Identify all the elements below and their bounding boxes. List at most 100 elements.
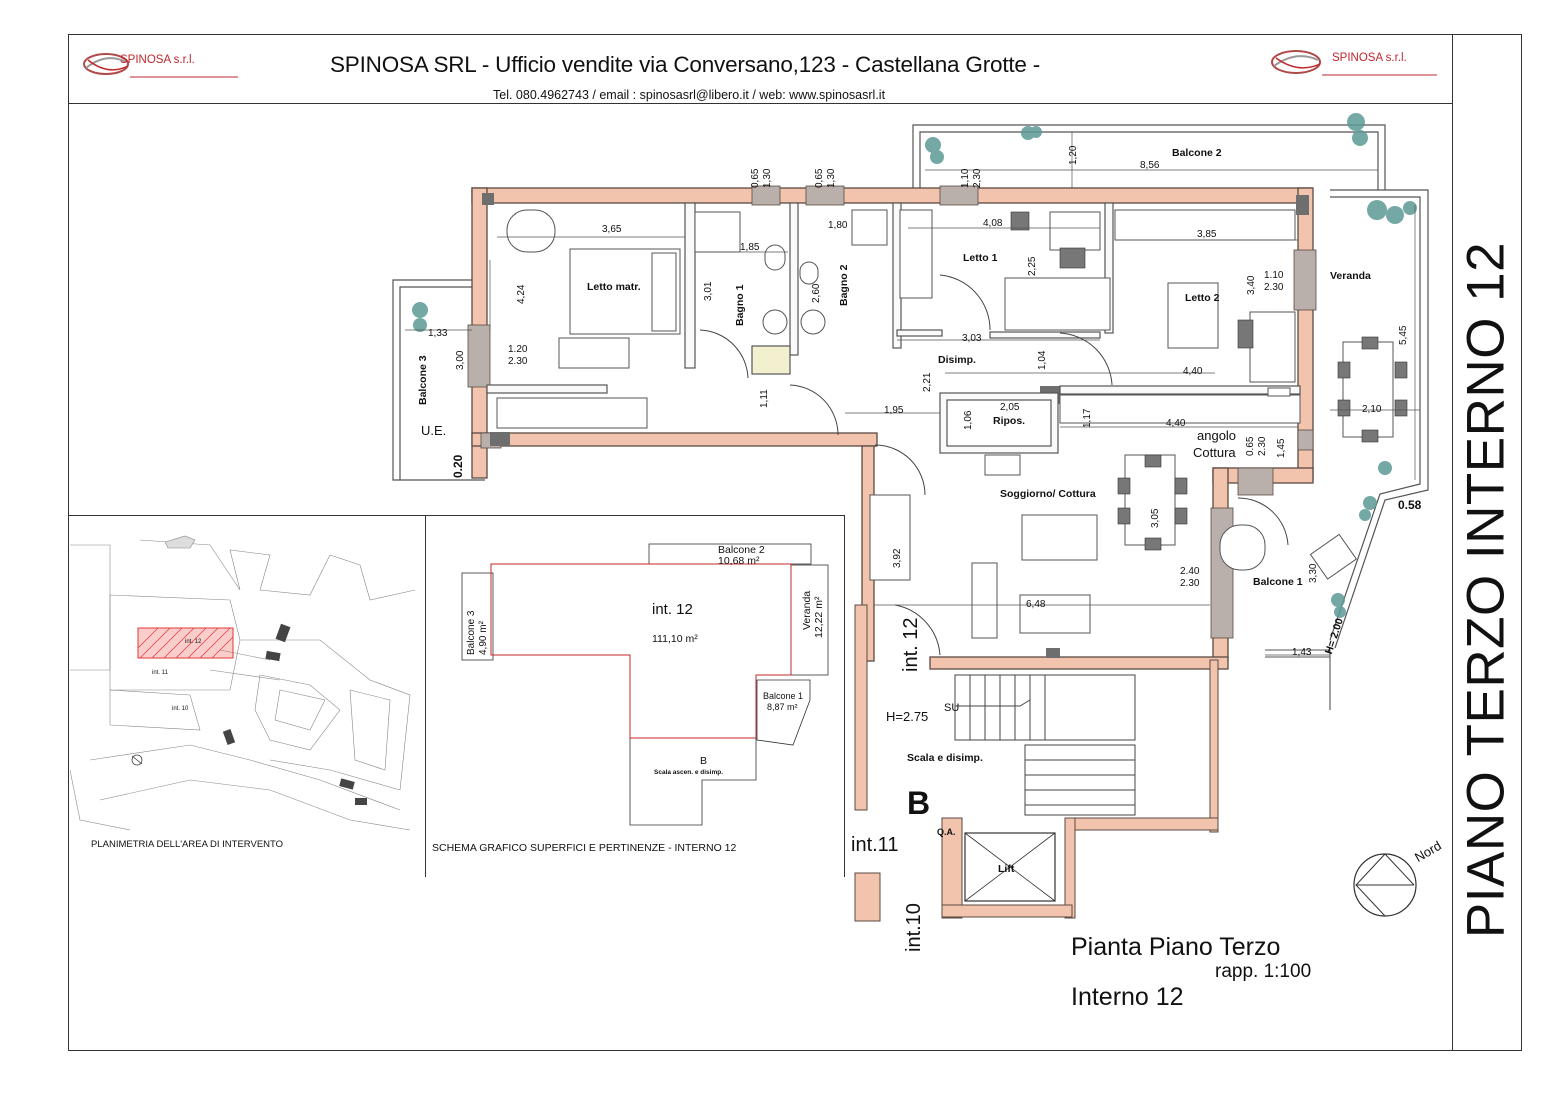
dim-label: 1,45 xyxy=(1276,438,1287,458)
room-ripos: Ripos. xyxy=(993,415,1026,427)
dim-label: 5,45 xyxy=(1398,325,1409,345)
room-balcone2: Balcone 2 xyxy=(1172,147,1222,159)
site-int11-label: int. 11 xyxy=(152,670,168,676)
dim-label: 0,65 xyxy=(814,168,825,188)
dim-label: 2,05 xyxy=(1000,402,1020,413)
inset-divider xyxy=(425,515,426,877)
room-letto-matr: Letto matr. xyxy=(587,281,641,293)
schema-balcone1-area: 8,87 m² xyxy=(767,702,798,712)
page-title: SPINOSA SRL - Ufficio vendite via Conver… xyxy=(330,52,1041,77)
label-su: SU xyxy=(944,702,960,714)
dim-label: 1,20 xyxy=(1068,145,1079,165)
site-plan-inset xyxy=(70,535,416,831)
dim-label: 1,04 xyxy=(1037,350,1048,370)
room-letto2: Letto 2 xyxy=(1185,292,1220,304)
dim-label: 2,60 xyxy=(811,283,822,303)
surfaces-schema-inset xyxy=(461,543,829,826)
schema-balcone2-area: 10,68 m² xyxy=(718,555,760,567)
site-int10-label: int. 10 xyxy=(172,706,189,712)
drawing-title: Pianta Piano Terzo xyxy=(1071,933,1281,961)
schema-veranda-area: 12,22 m² xyxy=(813,596,825,638)
plants xyxy=(412,113,1417,618)
dim-label: 2.30 xyxy=(1264,282,1284,293)
dim-label: 2,10 xyxy=(1362,404,1382,415)
dim-label: 3,92 xyxy=(892,548,903,568)
dim-label: 3,65 xyxy=(602,224,622,235)
core-walls xyxy=(854,604,1219,922)
dim-label: 4,24 xyxy=(516,284,527,304)
interior-partitions xyxy=(486,202,1301,454)
unit-int12-label: int. 12 xyxy=(900,617,922,672)
unit-int11-label: int.11 xyxy=(851,834,899,856)
schema-balcone2: Balcone 2 xyxy=(718,544,765,556)
schema-balcone1: Balcone 1 xyxy=(763,691,804,701)
balcone3-railing xyxy=(392,279,485,481)
room-bagno1: Bagno 1 xyxy=(734,284,746,326)
room-lift: Lift xyxy=(998,863,1015,875)
title-block xyxy=(68,34,1452,104)
dim-label: 2,25 xyxy=(1027,256,1038,276)
dim-label: 2.30 xyxy=(1257,436,1268,456)
dim-label: 1,85 xyxy=(740,242,760,253)
balcone2-railing xyxy=(912,124,1386,190)
dim-label: 0.58 xyxy=(1398,498,1422,512)
dim-label: 1,30 xyxy=(762,168,773,188)
schema-caption: SCHEMA GRAFICO SUPERFICI E PERTINENZE - … xyxy=(432,842,737,854)
dim-label: 0.65 xyxy=(1245,436,1256,456)
dim-label: 1,06 xyxy=(963,410,974,430)
schema-veranda: Veranda xyxy=(801,590,813,630)
dim-label: 1,17 xyxy=(1082,408,1093,428)
dim-label: 1,80 xyxy=(828,220,848,231)
dim-label: 0,65 xyxy=(750,168,761,188)
staircase xyxy=(954,674,1136,816)
room-scala: Scala e disimp. xyxy=(907,752,983,764)
dim-label: 2.30 xyxy=(1180,578,1200,589)
dim-label: 1,11 xyxy=(759,389,770,408)
schema-balcone3-area: 4,90 m² xyxy=(478,621,489,655)
dim-label: 2.40 xyxy=(1180,566,1200,577)
schema-b: B xyxy=(700,755,708,767)
room-cottura: Cottura xyxy=(1193,445,1236,460)
label-h275: H=2.75 xyxy=(886,709,929,724)
schema-int12-area: 111,10 m² xyxy=(652,633,698,645)
door-swings xyxy=(699,274,1289,656)
site-int12-label: int. 12 xyxy=(185,639,202,645)
window-openings xyxy=(467,185,1317,639)
dim-label: 3,40 xyxy=(1246,275,1257,295)
logo-left-text: SPINOSA s.r.l. xyxy=(120,54,195,66)
dim-label: 4,40 xyxy=(1166,418,1186,429)
dim-label: 1.10 xyxy=(1264,270,1284,281)
room-letto1: Letto 1 xyxy=(963,252,998,264)
dim-label: 1,95 xyxy=(884,405,904,416)
dim-label: 3,05 xyxy=(1150,508,1161,528)
dim-label: 3,00 xyxy=(455,350,466,370)
north-arrow-icon xyxy=(1352,850,1422,920)
balcone1-outline xyxy=(1265,649,1331,710)
dim-label: 3,30 xyxy=(1308,563,1319,583)
dim-label: 3,85 xyxy=(1197,229,1217,240)
dim-label: 1,43 xyxy=(1292,647,1312,658)
block-b-label: B xyxy=(907,785,931,821)
drawing-scale: rapp. 1:100 xyxy=(1215,961,1312,982)
label-qa: Q.A. xyxy=(937,827,956,837)
room-veranda: Veranda xyxy=(1330,270,1371,282)
side-title-panel xyxy=(1452,34,1522,1051)
dim-label: 4,40 xyxy=(1183,366,1203,377)
drawing-unit: Interno 12 xyxy=(1071,983,1184,1011)
lift-cross xyxy=(964,832,1056,902)
company-logo-left: SPINOSA s.r.l. xyxy=(78,46,238,86)
room-angolo: angolo xyxy=(1197,428,1237,443)
schema-b-sub: Scala ascen. e disimp. xyxy=(654,769,724,776)
dim-label: 0.20 xyxy=(451,454,465,478)
dim-label: 1,30 xyxy=(826,168,837,188)
unit-int10-label: int.10 xyxy=(903,903,925,952)
dimension-lines xyxy=(405,132,1420,656)
company-logo-right: SPINOSA s.r.l. xyxy=(1262,44,1437,84)
schema-int12: int. 12 xyxy=(652,601,693,618)
site-plan-caption: PLANIMETRIA DELL'AREA DI INTERVENTO xyxy=(91,839,284,850)
dim-label: 3,01 xyxy=(703,281,714,301)
dim-label: 3,03 xyxy=(962,333,982,344)
contact-line: Tel. 080.4962743 / email : spinosasrl@li… xyxy=(493,88,886,102)
label-ue: U.E. xyxy=(421,423,447,438)
